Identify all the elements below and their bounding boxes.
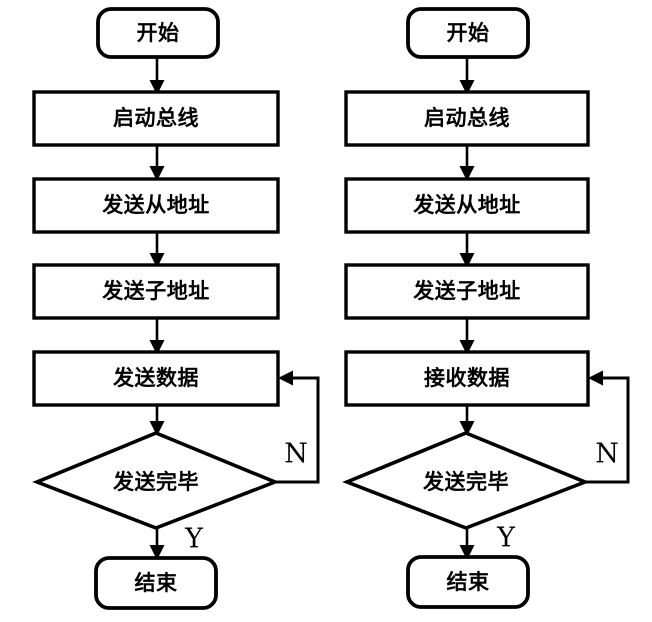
branch-label-transmit-no: N <box>284 439 308 470</box>
edge-r-check-to-data-loop <box>585 376 630 484</box>
node-receive-data-shape <box>344 350 590 407</box>
node-transmit-check[interactable]: 发送完毕 <box>32 431 280 530</box>
node-transmit-check-label: 发送完毕 <box>112 470 199 494</box>
branch-label-receive-no: N <box>595 439 619 470</box>
edges-transmit <box>149 57 320 560</box>
node-receive-check-shape <box>342 431 590 530</box>
node-receive-bus-shape <box>344 90 590 147</box>
node-receive-start-shape <box>406 7 530 59</box>
node-receive-slaveadr-label: 发送从地址 <box>412 193 521 217</box>
node-receive-check[interactable]: 发送完毕 <box>342 431 590 530</box>
node-transmit-check-shape <box>32 431 280 530</box>
node-receive-slaveadr[interactable]: 发送从地址 <box>344 177 590 234</box>
node-transmit-start-label: 开始 <box>137 21 180 45</box>
node-receive-end[interactable]: 结束 <box>406 555 530 609</box>
node-receive-subadr[interactable]: 发送子地址 <box>344 263 590 320</box>
node-receive-bus-label: 启动总线 <box>424 106 510 130</box>
node-transmit-end[interactable]: 结束 <box>94 556 218 610</box>
node-transmit-slaveadr[interactable]: 发送从地址 <box>32 177 280 234</box>
edge-r-check-to-data-loop-arrowhead <box>588 370 603 386</box>
node-transmit-start[interactable]: 开始 <box>96 7 220 59</box>
node-transmit-slaveadr-label: 发送从地址 <box>101 193 210 217</box>
chart-transmit-flow: 开始 启动总线 发送从地址 发送子地址 发送数据 <box>32 7 320 610</box>
node-receive-subadr-label: 发送子地址 <box>412 279 521 303</box>
node-receive-bus[interactable]: 启动总线 <box>344 90 590 147</box>
node-receive-data-label: 接收数据 <box>424 366 510 390</box>
node-transmit-data[interactable]: 发送数据 <box>32 350 280 407</box>
node-receive-start-label: 开始 <box>447 21 490 45</box>
node-receive-end-shape <box>406 555 530 609</box>
node-transmit-subadr-shape <box>32 263 280 320</box>
node-transmit-subadr[interactable]: 发送子地址 <box>32 263 280 320</box>
node-receive-start[interactable]: 开始 <box>406 7 530 59</box>
node-transmit-bus-label: 启动总线 <box>113 106 199 130</box>
node-receive-slaveadr-shape <box>344 177 590 234</box>
node-transmit-end-label: 结束 <box>135 571 178 595</box>
node-transmit-data-shape <box>32 350 280 407</box>
node-transmit-end-shape <box>94 556 218 610</box>
chart-receive-flow: 开始 启动总线 发送从地址 发送子地址 接收数据 <box>342 7 630 609</box>
node-transmit-subadr-label: 发送子地址 <box>101 279 210 303</box>
node-receive-check-label: 发送完毕 <box>422 470 509 494</box>
node-receive-data[interactable]: 接收数据 <box>344 350 590 407</box>
edge-check-to-data-loop <box>275 376 320 484</box>
edge-check-to-data-loop-arrowhead <box>278 370 293 386</box>
edges-receive <box>459 57 630 560</box>
node-transmit-bus-shape <box>32 90 280 147</box>
node-transmit-slaveadr-shape <box>32 177 280 234</box>
node-transmit-start-shape <box>96 7 220 59</box>
node-receive-end-label: 结束 <box>447 570 490 594</box>
branch-label-receive-yes: Y <box>496 523 516 554</box>
node-transmit-data-label: 发送数据 <box>112 366 199 390</box>
node-transmit-bus[interactable]: 启动总线 <box>32 90 280 147</box>
branch-label-transmit-yes: Y <box>184 524 204 555</box>
node-receive-subadr-shape <box>344 263 590 320</box>
